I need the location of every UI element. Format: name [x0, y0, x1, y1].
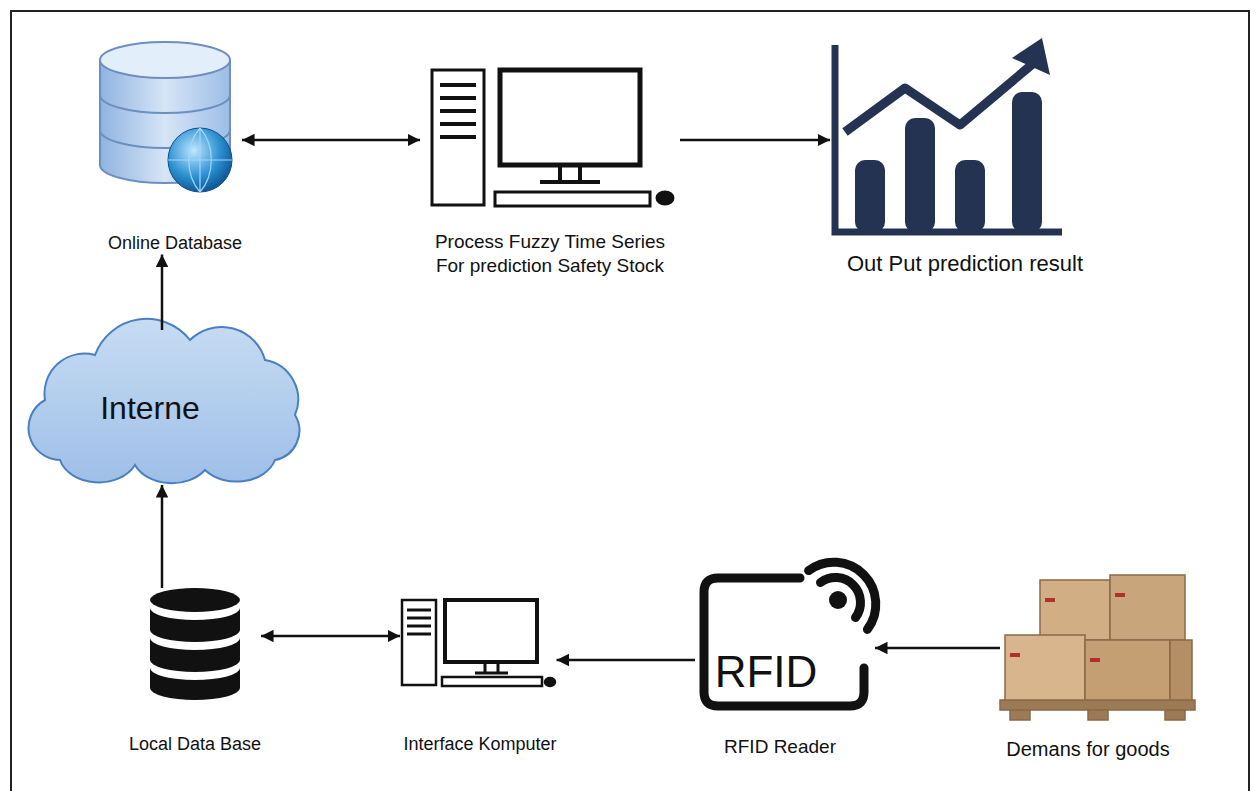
node-label: Local Data Base — [129, 733, 261, 756]
frame — [11, 11, 1249, 791]
arrow-connector — [875, 647, 1000, 650]
node-label: Interne — [100, 388, 200, 428]
arrow-connector — [161, 485, 164, 588]
arrow-connector — [242, 139, 420, 142]
output-node: Out Put prediction result — [830, 38, 1083, 278]
arrow-connector — [680, 139, 830, 142]
icon-text: RFID — [715, 644, 818, 699]
computer-icon — [432, 70, 673, 206]
local-database-icon — [150, 588, 240, 700]
cloud-node: Interne — [20, 330, 310, 485]
arrow-connector — [557, 659, 695, 662]
process-node: Process Fuzzy Time Series For prediction… — [420, 65, 680, 278]
node-label: RFID Reader — [724, 735, 836, 759]
database-node: Local Data Base — [129, 588, 261, 756]
node-label: Online Database — [108, 232, 242, 255]
rfid-node: RFID RFID Reader — [695, 560, 875, 759]
computer-node: Interface Komputer — [400, 598, 557, 756]
computer-icon — [402, 600, 555, 686]
rfid-icon — [704, 562, 876, 706]
node-label: Interface Komputer — [403, 733, 556, 756]
chart-icon — [835, 38, 1062, 232]
arrow-connector — [161, 255, 164, 331]
cloud-shape — [28, 319, 299, 483]
node-label: Process Fuzzy Time Series For prediction… — [420, 230, 680, 278]
online-database-icon — [100, 42, 232, 192]
database-node: Online Database — [100, 40, 242, 255]
node-label: Out Put prediction result — [847, 250, 1083, 278]
arrow-connector — [261, 635, 400, 638]
node-label: Demans for goods — [1006, 737, 1169, 762]
goods-node: Demans for goods — [1000, 570, 1200, 762]
goods-icon — [1000, 575, 1195, 720]
